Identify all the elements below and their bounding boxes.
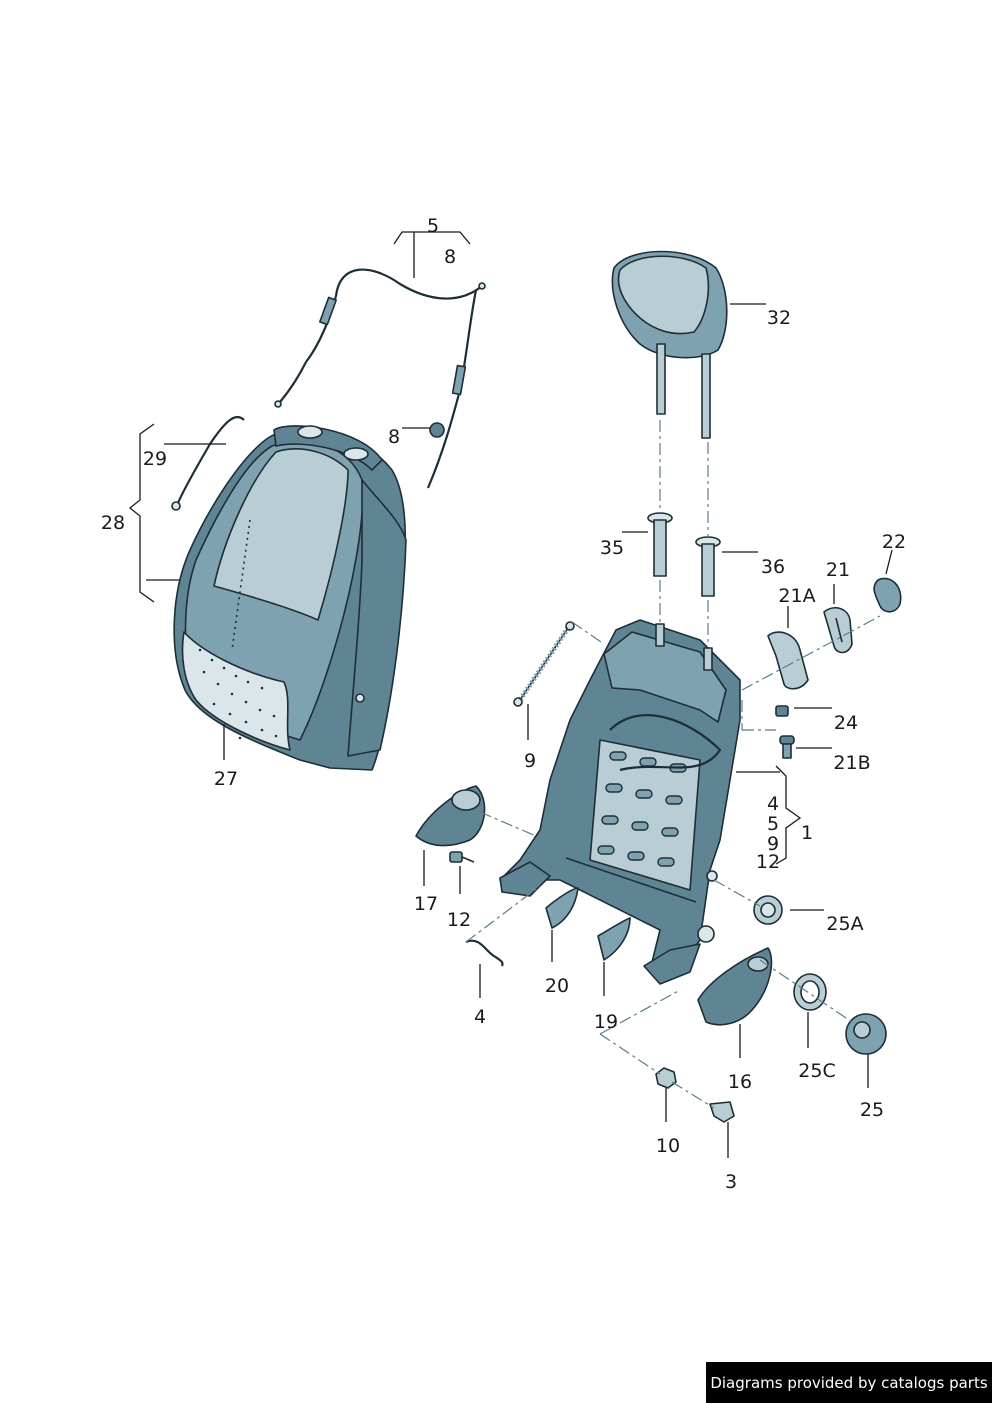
callout-5-group: 5	[767, 813, 779, 835]
callout-20: 20	[545, 975, 569, 997]
callout-12: 12	[447, 909, 471, 931]
spring-4	[465, 939, 504, 967]
lever-21	[823, 607, 853, 654]
washer-25C	[793, 973, 827, 1011]
backrest-cushion	[173, 425, 407, 771]
callout-3: 3	[725, 1171, 737, 1193]
callout-19: 19	[594, 1011, 618, 1033]
callout-29: 29	[143, 448, 167, 470]
callout-8: 8	[388, 426, 400, 448]
lever-cover-21A	[767, 631, 809, 690]
handwheel-25	[845, 1013, 887, 1055]
nut-10	[655, 1067, 677, 1089]
callout-25: 25	[860, 1099, 884, 1121]
callout-5-top: 5	[427, 215, 439, 237]
callout-21A: 21A	[778, 585, 815, 607]
callout-21B: 21B	[833, 752, 870, 774]
perforation-dots	[198, 648, 278, 740]
callout-24: 24	[834, 712, 858, 734]
callout-35: 35	[600, 537, 624, 559]
release-cables	[274, 268, 486, 489]
callout-16: 16	[728, 1071, 752, 1093]
screw-3	[709, 1101, 735, 1123]
callout-4-group: 4	[767, 793, 779, 815]
callout-25A: 25A	[826, 913, 863, 935]
callout-25C: 25C	[798, 1060, 835, 1082]
callout-36: 36	[761, 556, 785, 578]
trim-20	[545, 887, 579, 929]
bolt-21B	[779, 735, 795, 759]
knob-22	[873, 577, 902, 613]
callout-27: 27	[214, 768, 238, 790]
callout-1: 1	[801, 822, 813, 844]
nut-24	[775, 705, 789, 717]
trim-19	[597, 917, 631, 961]
callout-22: 22	[882, 531, 906, 553]
tension-spring	[513, 621, 575, 707]
bolt-12	[449, 851, 475, 863]
callout-10: 10	[656, 1135, 680, 1157]
credit-banner: Diagrams provided by catalogs parts	[706, 1362, 992, 1403]
backrest-frame	[499, 619, 741, 985]
leader-lines	[128, 231, 893, 1158]
callout-labels: 5 8 8 29 28 27 32 35 36 22 21 21A 24 21B…	[101, 215, 906, 1193]
bearing-25A	[753, 895, 783, 925]
callout-4: 4	[474, 1006, 486, 1028]
callout-12-group: 12	[756, 851, 780, 873]
callout-21: 21	[826, 559, 850, 581]
cover-17	[415, 785, 486, 847]
cover-16	[697, 947, 773, 1026]
headrest-guide-sleeves	[647, 512, 721, 597]
callout-8-top: 8	[444, 246, 456, 268]
callout-32: 32	[767, 307, 791, 329]
callout-28: 28	[101, 512, 125, 534]
callout-9-group: 9	[767, 833, 779, 855]
callout-9: 9	[524, 750, 536, 772]
assembly-lines	[465, 420, 881, 1109]
callout-17: 17	[414, 893, 438, 915]
headrest	[611, 250, 728, 439]
